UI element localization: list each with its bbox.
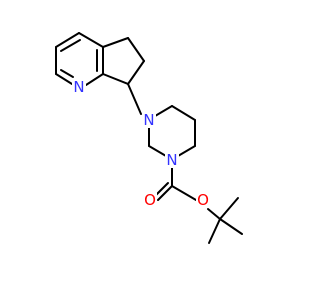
bond <box>78 32 104 48</box>
bond <box>219 197 239 220</box>
atom-label: N <box>73 78 84 96</box>
bond <box>127 83 142 115</box>
atom-label: N <box>166 151 177 169</box>
bond <box>171 185 197 201</box>
atom-o-carbonyl: O <box>143 191 157 209</box>
boc-group <box>154 167 243 244</box>
bond <box>219 218 243 235</box>
atom-n-pyridine: N <box>72 78 86 96</box>
bond <box>55 32 80 48</box>
bond <box>127 37 145 62</box>
bond <box>208 218 221 244</box>
bond <box>102 73 129 85</box>
structure-canvas: N N N O O <box>55 32 243 244</box>
piperazine-ring <box>148 105 196 157</box>
atom-label: O <box>197 191 209 209</box>
bond <box>55 73 73 85</box>
bond <box>60 39 81 52</box>
cyclopentane-ring <box>102 37 145 85</box>
bond <box>102 37 129 48</box>
pyridine-ring <box>55 32 104 86</box>
bond <box>177 145 196 157</box>
bond <box>171 105 196 121</box>
atom-n-piperazine-bottom: N <box>165 151 179 169</box>
atom-n-piperazine-top: N <box>142 111 156 129</box>
bond <box>207 208 221 220</box>
bond <box>157 185 173 201</box>
bond <box>85 73 104 86</box>
atom-o-ester: O <box>196 191 210 209</box>
atom-label: O <box>144 191 156 209</box>
molecule-structure: N N N O O <box>55 32 243 244</box>
bond <box>60 69 74 78</box>
bond <box>127 60 145 85</box>
bond <box>154 182 169 197</box>
atom-label: N <box>143 111 154 129</box>
bond <box>148 145 167 157</box>
